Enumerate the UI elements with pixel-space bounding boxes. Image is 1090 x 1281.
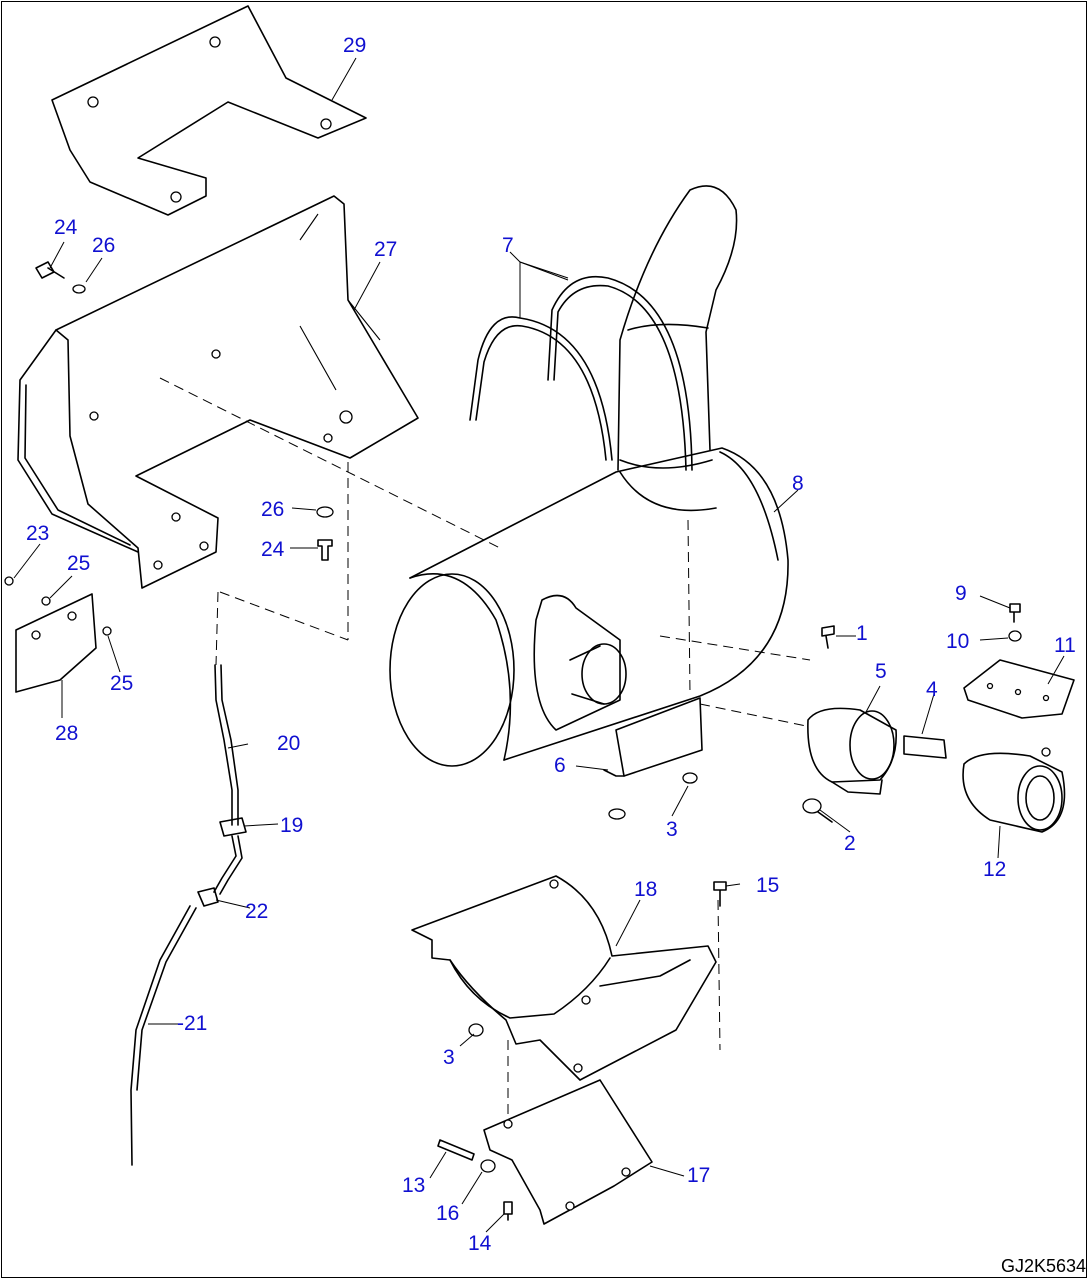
bolt-24-lower [316, 506, 334, 561]
callout-12[interactable]: 12 [983, 858, 1006, 881]
part-12-sleeve [962, 747, 1066, 833]
callout-25-upper[interactable]: 25 [67, 552, 90, 575]
callout-9[interactable]: 9 [955, 582, 967, 605]
callout-20[interactable]: 20 [277, 732, 300, 755]
callout-21[interactable]: -21 [177, 1012, 207, 1035]
callout-28[interactable]: 28 [55, 722, 78, 745]
callout-18[interactable]: 18 [634, 878, 657, 901]
part-27-cover [17, 195, 419, 589]
part-2-bolt [802, 798, 833, 823]
alignment-lines-right [507, 519, 811, 1120]
bolt-24-upper [35, 261, 86, 294]
tail-pipe [617, 185, 738, 512]
callout-2[interactable]: 2 [844, 832, 856, 855]
pipe-assembly-19-22 [130, 664, 247, 1166]
part-11-bracket [963, 659, 1075, 719]
callout-24-upper[interactable]: 24 [54, 216, 78, 239]
part-5-clamp [807, 707, 897, 795]
callout-26-upper[interactable]: 26 [92, 234, 115, 257]
callout-14[interactable]: 14 [468, 1232, 492, 1255]
callout-6[interactable]: 6 [554, 754, 566, 777]
callout-22[interactable]: 22 [245, 900, 268, 923]
callout-7[interactable]: 7 [502, 234, 514, 257]
callouts: 1 2 3 3 4 5 6 7 8 9 10 11 12 13 14 15 16… [26, 34, 1076, 1255]
callout-23[interactable]: 23 [26, 522, 49, 545]
fasteners-23-25 [4, 576, 112, 636]
part-7-u-bolts [469, 261, 693, 471]
callout-19[interactable]: 19 [280, 814, 303, 837]
part-4-block [903, 735, 947, 759]
callout-1[interactable]: 1 [856, 622, 868, 645]
part-15-bolt [713, 881, 727, 907]
callout-25-lower[interactable]: 25 [110, 672, 133, 695]
part-29-bracket-plate [51, 5, 367, 216]
callout-5[interactable]: 5 [875, 660, 887, 683]
alignment-lines-left [159, 377, 501, 666]
callout-15[interactable]: 15 [756, 874, 779, 897]
leader-lines [13, 57, 1065, 1233]
callout-8[interactable]: 8 [792, 472, 804, 495]
part-8-muffler [389, 447, 789, 767]
drawing-code: GJ2K5634 [1001, 1256, 1086, 1276]
callout-3-upper[interactable]: 3 [666, 818, 678, 841]
part-1-bolt [821, 625, 835, 649]
parts-9-10 [1008, 603, 1022, 642]
callout-10[interactable]: 10 [946, 630, 969, 653]
part-17-lower-bracket [483, 1079, 653, 1225]
callout-26-lower[interactable]: 26 [261, 498, 284, 521]
nuts-3 [468, 772, 698, 1037]
callout-29[interactable]: 29 [343, 34, 366, 57]
callout-24-lower[interactable]: 24 [261, 538, 285, 561]
callout-16[interactable]: 16 [436, 1202, 459, 1225]
part-18-support [411, 875, 717, 1081]
callout-4[interactable]: 4 [926, 678, 938, 701]
callout-3-lower[interactable]: 3 [443, 1046, 455, 1069]
callout-27[interactable]: 27 [374, 238, 397, 261]
part-6-bracket [603, 697, 703, 777]
callout-11[interactable]: 11 [1054, 634, 1076, 657]
callout-13[interactable]: 13 [402, 1174, 425, 1197]
part-28-plate [15, 593, 97, 693]
parts-13-14-16 [437, 1139, 513, 1221]
callout-17[interactable]: 17 [687, 1164, 710, 1187]
